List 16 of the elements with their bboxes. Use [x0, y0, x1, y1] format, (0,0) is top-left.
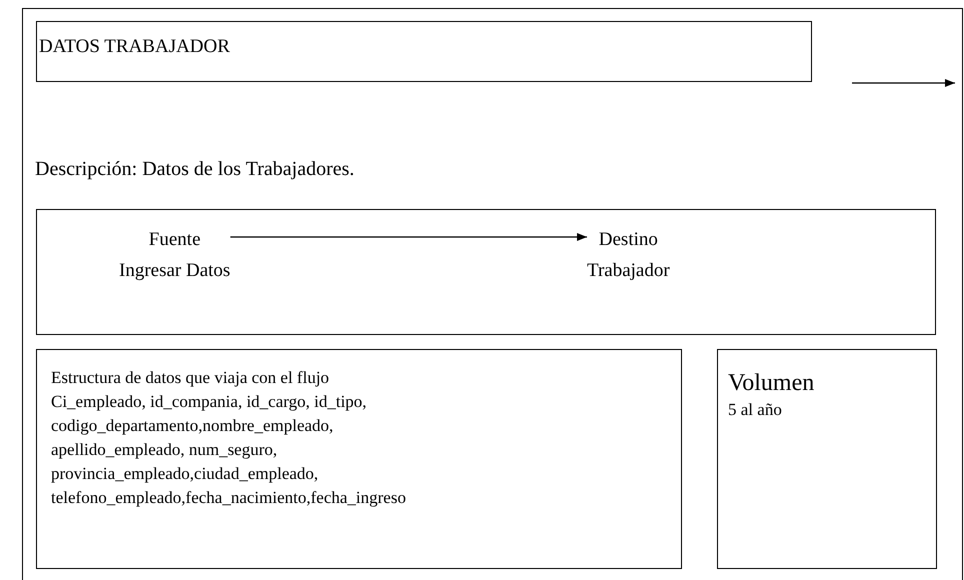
volume-box	[717, 349, 937, 569]
source-name: Ingresar Datos	[119, 259, 230, 283]
form-frame	[22, 8, 963, 580]
description-text: Descripción: Datos de los Trabajadores.	[35, 158, 354, 181]
field-list: Ci_empleado, id_compania, id_cargo, id_tipo, codigo_departamento,nombre_empleado, apellido_empleado, num_seguro, provincia_empleado,ciudad_empleado, telefono_empleado,fecha_nacimiento,fecha_ingreso	[51, 390, 456, 510]
destination-name: Trabajador	[587, 259, 670, 283]
title-box	[36, 21, 812, 82]
data-structure-box	[36, 349, 682, 569]
heading: Destino	[598, 228, 659, 252]
flow-box	[36, 209, 936, 335]
arrow	[230, 233, 587, 241]
form-title: DATOS TRABAJADOR	[39, 36, 231, 58]
volume-value: 5 al año	[728, 399, 783, 421]
heading: Estructura de datos que viaja con el flujo	[51, 367, 330, 389]
heading: Fuente	[148, 228, 202, 252]
heading: Volumen	[728, 369, 816, 398]
